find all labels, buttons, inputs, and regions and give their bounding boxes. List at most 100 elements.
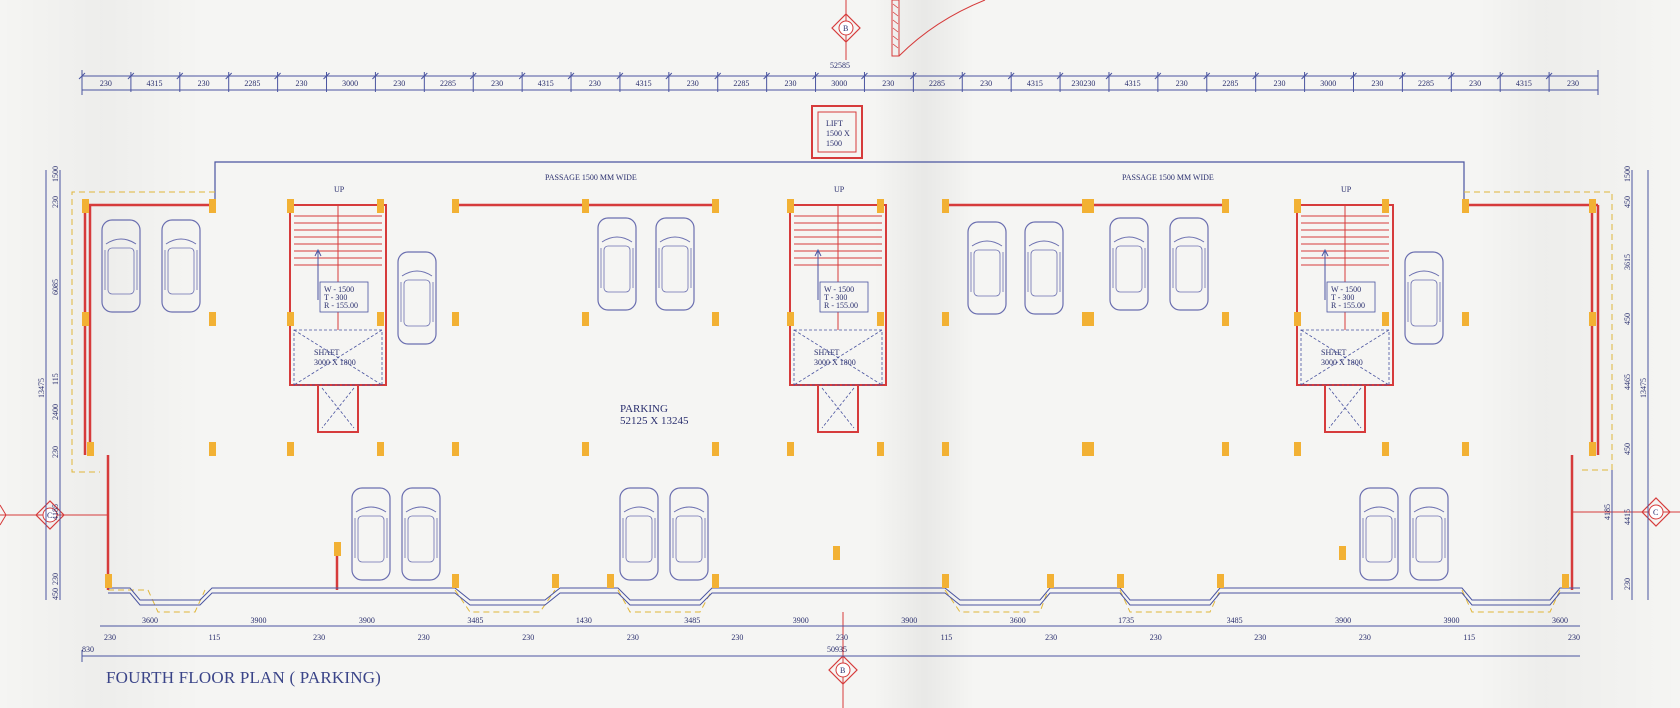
column	[552, 574, 559, 588]
bottom-dim-label-row1: 3900	[359, 616, 375, 625]
stair-spec-label: R - 155.00	[1331, 301, 1365, 310]
stair-spec-box	[319, 281, 369, 313]
shaft-outline	[793, 329, 883, 386]
column	[1082, 199, 1089, 213]
passage-label-right: PASSAGE 1500 MM WIDE	[1122, 173, 1214, 182]
column	[105, 574, 112, 588]
bottom-dim-label-row1: 3600	[1552, 616, 1568, 625]
passage-label-left: PASSAGE 1500 MM WIDE	[545, 173, 637, 182]
car-roof	[407, 515, 435, 563]
top-dim-slash	[1399, 72, 1406, 80]
car-icon	[967, 221, 1007, 315]
shaft-outline	[1300, 329, 1390, 386]
column	[1382, 312, 1389, 326]
top-dim-slash	[127, 72, 135, 80]
column	[1382, 199, 1389, 213]
shaft-cross	[793, 329, 883, 386]
lift-label-2: 1500 X	[826, 129, 850, 138]
top-dim-label: 230	[784, 79, 796, 88]
car-body	[1109, 217, 1149, 311]
column	[1217, 574, 1224, 588]
stair-spec-label: T - 300	[1331, 293, 1354, 302]
car-roof	[403, 279, 431, 327]
column	[287, 442, 294, 456]
bottom-dim-label-row2: 230	[1359, 633, 1371, 642]
car-windshield	[355, 506, 387, 513]
stair-spec-label: T - 300	[324, 293, 347, 302]
drawing-title: FOURTH FLOOR PLAN ( PARKING)	[106, 668, 382, 687]
section-marker-top: B	[831, 0, 861, 60]
car-body	[351, 487, 391, 581]
side-dimension-lines	[45, 170, 1649, 600]
column	[209, 442, 216, 456]
top-dim-label: 230	[1371, 79, 1383, 88]
column	[82, 312, 89, 326]
top-dim-slash	[665, 72, 673, 80]
top-dim-label: 230	[589, 79, 601, 88]
column	[942, 312, 949, 326]
section-marker-right-label: C	[1653, 508, 1658, 517]
shaft-pit-cross	[321, 387, 355, 429]
car-roof	[167, 247, 195, 295]
car-windshield	[1363, 506, 1395, 513]
column	[1222, 312, 1229, 326]
stair-spec-label: W - 1500	[824, 285, 854, 294]
stair-spec-label: R - 155.00	[824, 301, 858, 310]
top-dim-slash	[1154, 72, 1162, 80]
top-dim-label: 230	[1176, 79, 1188, 88]
bottom-dim-label-row2: 230	[836, 633, 848, 642]
column	[607, 574, 614, 588]
left-dim-label: 230	[51, 573, 60, 585]
column	[833, 546, 840, 560]
right-dim-label: 450	[1623, 443, 1632, 455]
bottom-dim-label-row1: 3485	[684, 616, 700, 625]
car-body	[1409, 487, 1449, 581]
car-roof	[107, 247, 135, 295]
column	[1589, 442, 1596, 456]
car-roof	[1410, 279, 1438, 327]
bottom-dim-label-row1: 1735	[1118, 616, 1134, 625]
car-body	[967, 221, 1007, 315]
section-marker-bottom: B	[828, 612, 858, 708]
shaft-label: SHAFT	[1321, 348, 1346, 357]
car-windshield	[623, 506, 655, 513]
bottom-dim-label-row2: 115	[1463, 633, 1475, 642]
top-dim-slash	[567, 72, 575, 80]
top-dim-slash	[1545, 72, 1553, 80]
bottom-dim-label-row2: 115	[209, 633, 221, 642]
column	[287, 199, 294, 213]
column	[1047, 574, 1054, 588]
bottom-dim-label-row2: 230	[1254, 633, 1266, 642]
car-body	[1169, 217, 1209, 311]
car-roof	[1115, 245, 1143, 293]
car-roof	[603, 245, 631, 293]
top-dim-label: 230	[882, 79, 894, 88]
left-dim-label: 230	[51, 446, 60, 458]
stair-arrow-head	[814, 248, 822, 257]
bottom-dim-label-row1: 3900	[793, 616, 809, 625]
car-windshield	[1113, 236, 1145, 243]
car-icon	[101, 219, 141, 313]
car-roof	[625, 515, 653, 563]
column	[1082, 442, 1089, 456]
top-dim-slash	[372, 72, 379, 80]
column	[1589, 199, 1596, 213]
bottom-dimension-lines	[81, 625, 1580, 662]
car-windshield	[401, 270, 433, 277]
top-dim-slash	[420, 72, 428, 80]
left-dim-label: 6085	[51, 279, 60, 295]
top-dim-slash	[861, 72, 868, 80]
column	[1117, 574, 1124, 588]
stair-spec-label: W - 1500	[324, 285, 354, 294]
lift-label-1: LIFT	[826, 119, 843, 128]
top-dim-slash	[1350, 72, 1357, 80]
top-dim-slash	[958, 72, 966, 80]
top-overall-dimension: 52585	[830, 61, 850, 70]
top-dim-label: 2285	[1418, 79, 1434, 88]
car-icon	[1409, 487, 1449, 581]
column	[942, 574, 949, 588]
